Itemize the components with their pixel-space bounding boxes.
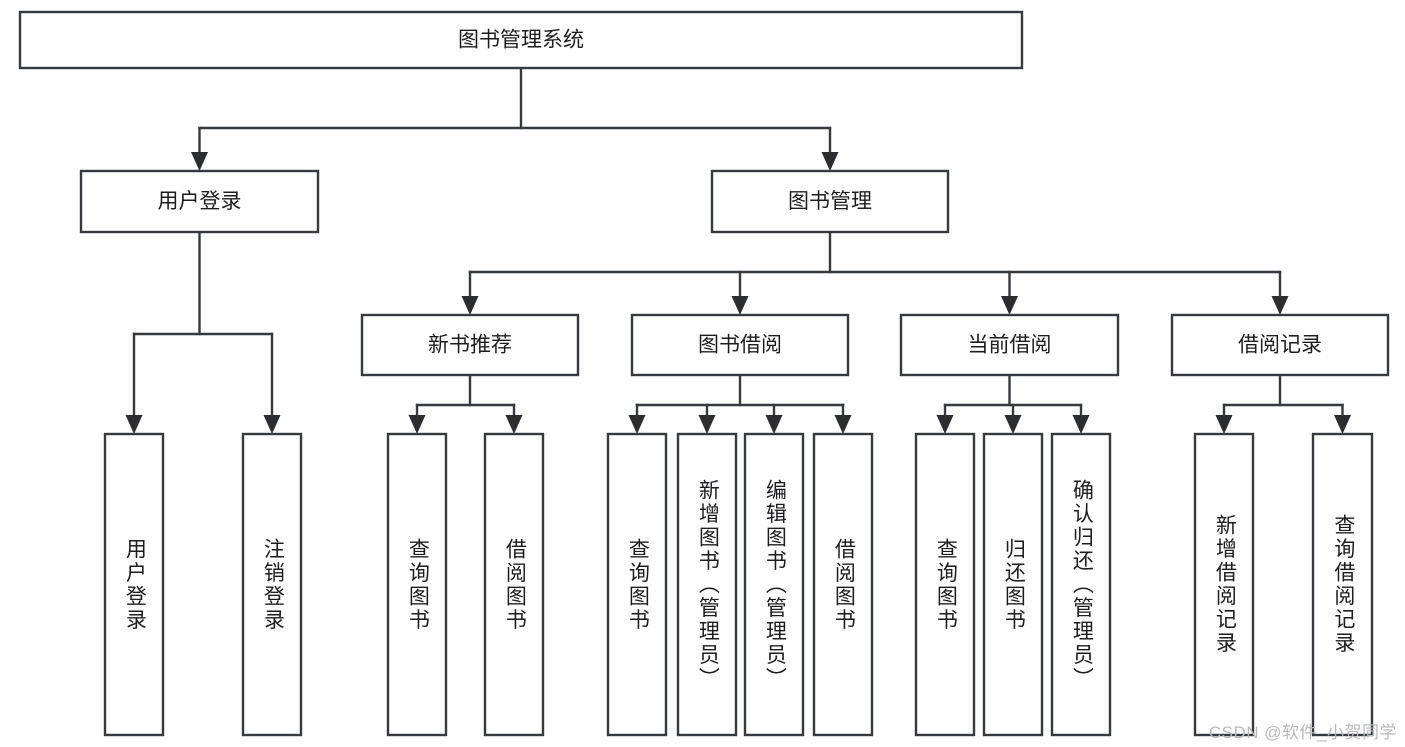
node-label-current-borrow: 当前借阅 bbox=[968, 334, 1052, 357]
arrow-head-borrow-record bbox=[1271, 296, 1289, 315]
node-label-leaf-confirm-return: 确认归还（管理员） bbox=[1070, 478, 1094, 691]
arrow-head-leaf-user-login bbox=[125, 415, 143, 434]
arrow-head-user-login bbox=[191, 152, 208, 171]
node-box-book-manage[interactable] bbox=[710, 169, 950, 234]
node-label-leaf-edit-book: 编辑图书（管理员） bbox=[763, 478, 787, 691]
node-label-root: 图书管理系统 bbox=[458, 29, 584, 52]
node-box-root[interactable] bbox=[18, 10, 1024, 70]
arrow-head-leaf-query-book-recommend bbox=[408, 415, 426, 434]
node-label-leaf-query-book: 查询图书 bbox=[626, 537, 650, 632]
arrow-head-leaf-return-book bbox=[1004, 415, 1022, 434]
node-label-leaf-query-borrow-record: 查询借阅记录 bbox=[1331, 514, 1355, 655]
arrow-head-new-book-recommend bbox=[461, 296, 479, 315]
node-box-leaf-confirm-return[interactable] bbox=[1050, 432, 1112, 737]
watermark-text: CSDN @软件_小贺同学 bbox=[1208, 723, 1397, 742]
node-box-book-borrow[interactable] bbox=[630, 313, 850, 377]
arrow-head-leaf-confirm-return bbox=[1072, 415, 1090, 434]
node-label-leaf-borrow-book: 借阅图书 bbox=[832, 537, 856, 632]
node-label-new-book-recommend: 新书推荐 bbox=[428, 334, 512, 357]
arrow-head-leaf-add-borrow-record bbox=[1215, 415, 1233, 434]
node-box-leaf-logout[interactable] bbox=[241, 432, 303, 737]
node-box-current-borrow[interactable] bbox=[899, 313, 1120, 377]
node-box-borrow-record[interactable] bbox=[1170, 313, 1390, 377]
node-label-leaf-add-borrow-record: 新增借阅记录 bbox=[1213, 514, 1237, 655]
arrow-head-current-borrow bbox=[1001, 296, 1018, 315]
node-label-leaf-user-login: 用户登录 bbox=[123, 537, 147, 632]
arrow-head-leaf-borrow-book-recommend bbox=[505, 415, 523, 434]
node-label-leaf-query-book-recommend: 查询图书 bbox=[406, 537, 430, 632]
arrow-head-book-manage bbox=[821, 152, 839, 171]
node-box-leaf-borrow-book[interactable] bbox=[812, 432, 874, 737]
arrow-head-leaf-query-book bbox=[628, 415, 646, 434]
node-box-leaf-return-book[interactable] bbox=[982, 432, 1044, 737]
arrow-head-leaf-query-book-current bbox=[936, 415, 954, 434]
arrow-head-leaf-edit-book bbox=[765, 415, 783, 434]
node-label-book-manage: 图书管理 bbox=[788, 190, 872, 213]
node-label-leaf-return-book: 归还图书 bbox=[1002, 537, 1026, 632]
arrow-head-leaf-query-borrow-record bbox=[1334, 415, 1351, 434]
node-box-leaf-query-book[interactable] bbox=[606, 432, 668, 737]
arrow-head-leaf-borrow-book bbox=[834, 415, 852, 434]
box-layer bbox=[18, 10, 1390, 737]
arrow-head-book-borrow bbox=[731, 296, 749, 315]
node-box-leaf-query-book-recommend[interactable] bbox=[386, 432, 448, 737]
node-label-book-borrow: 图书借阅 bbox=[698, 334, 782, 357]
node-label-leaf-query-book-current: 查询图书 bbox=[934, 537, 958, 632]
node-label-leaf-logout: 注销登录 bbox=[261, 537, 285, 632]
node-box-leaf-add-book[interactable] bbox=[676, 432, 738, 737]
connector-layer bbox=[125, 66, 1351, 434]
node-label-borrow-record: 借阅记录 bbox=[1238, 334, 1322, 357]
arrow-head-leaf-logout bbox=[263, 415, 281, 434]
node-label-leaf-borrow-book-recommend: 借阅图书 bbox=[503, 537, 527, 632]
node-label-leaf-add-book: 新增图书（管理员） bbox=[696, 478, 720, 691]
arrow-head-leaf-add-book bbox=[698, 415, 716, 434]
node-box-leaf-query-borrow-record[interactable] bbox=[1311, 432, 1374, 737]
node-label-user-login: 用户登录 bbox=[158, 190, 242, 213]
node-box-leaf-add-borrow-record[interactable] bbox=[1193, 432, 1255, 737]
node-box-leaf-borrow-book-recommend[interactable] bbox=[483, 432, 545, 737]
node-box-leaf-edit-book[interactable] bbox=[743, 432, 805, 737]
node-box-new-book-recommend[interactable] bbox=[360, 313, 580, 377]
node-box-user-login[interactable] bbox=[79, 169, 320, 234]
node-box-leaf-user-login[interactable] bbox=[103, 432, 165, 737]
node-box-leaf-query-book-current[interactable] bbox=[914, 432, 976, 737]
